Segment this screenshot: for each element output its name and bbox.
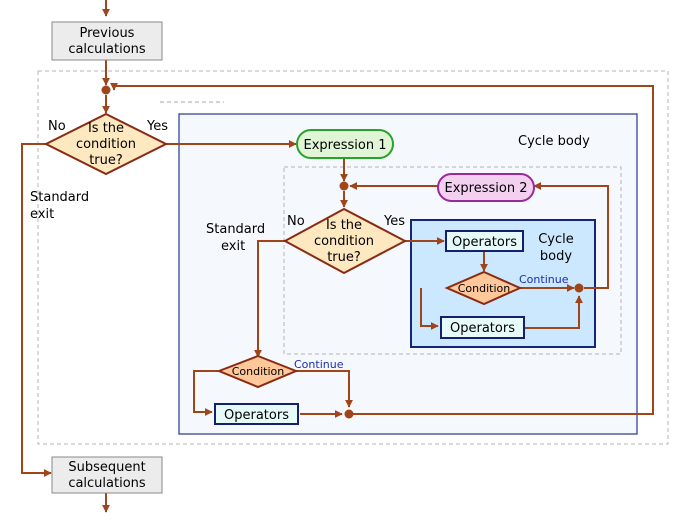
junction-outer-continue — [344, 409, 354, 419]
inner-operators-top-box: Operators — [445, 230, 524, 252]
inner-cycle-body-line-2: body — [540, 249, 572, 264]
line-outer-continue — [296, 370, 353, 408]
inner-cycle-body-line-1: Cycle — [538, 232, 574, 247]
outer-small-condition-label: Condition — [232, 365, 285, 378]
line-junction-to-expr2 — [533, 182, 609, 289]
previous-line-1: Previous — [80, 26, 135, 41]
subsequent-calculations-box: Subsequent calculations — [51, 456, 163, 494]
line-operators-to-junction — [524, 295, 583, 329]
line-inner-no-exit — [254, 240, 286, 358]
outer-condition-diamond: Is the condition true? — [43, 112, 169, 176]
junction-outer — [101, 85, 111, 95]
expression-1-box: Expression 1 — [296, 129, 394, 159]
inner-loop-region — [283, 166, 622, 355]
outer-small-condition-diamond: Condition — [216, 354, 299, 389]
inner-operators-top-label: Operators — [452, 235, 517, 250]
outer-yes-label: Yes — [146, 119, 168, 134]
expression-2-box: Expression 2 — [437, 173, 535, 202]
previous-calculations-box: Previous calculations — [51, 21, 163, 61]
inner-yes-label: Yes — [383, 214, 405, 229]
inner-condition-line-3: true? — [327, 250, 361, 265]
inner-small-condition-diamond: Condition — [444, 270, 523, 306]
inner-small-condition-label: Condition — [458, 282, 511, 295]
previous-line-2: calculations — [68, 42, 146, 57]
inner-operators-bottom-box: Operators — [440, 316, 525, 339]
inner-continue-label: Continue — [519, 273, 569, 286]
outer-condition-line-1: Is the — [88, 121, 124, 136]
inner-condition-diamond: Is the condition true? — [282, 207, 408, 275]
line-outer-no-exit — [21, 143, 52, 477]
subsequent-line-2: calculations — [68, 476, 146, 491]
inner-operators-bottom-label: Operators — [450, 321, 515, 336]
outer-cycle-body-label: Cycle body — [518, 134, 590, 149]
outer-operators-label: Operators — [224, 408, 289, 423]
outer-standard-exit-line-2: exit — [30, 207, 54, 222]
inner-condition-line-2: condition — [314, 234, 374, 249]
outer-condition-line-2: condition — [76, 137, 136, 152]
inner-condition-line-1: Is the — [326, 218, 362, 233]
inner-standard-exit-line-1: Standard — [206, 222, 265, 237]
junction-inner — [339, 181, 349, 191]
expression-2-label: Expression 2 — [445, 181, 528, 196]
inner-no-label: No — [287, 214, 305, 229]
outer-loop-region — [37, 70, 669, 445]
outer-condition-line-3: true? — [89, 153, 123, 168]
line-loop-back — [110, 82, 654, 415]
outer-operators-box: Operators — [214, 403, 299, 425]
expression-1-label: Expression 1 — [304, 138, 387, 153]
subsequent-line-1: Subsequent — [68, 460, 145, 475]
line-outer-no-small — [193, 370, 218, 416]
outer-no-label: No — [48, 119, 66, 134]
line-inner-no — [420, 288, 439, 330]
junction-inner-continue — [574, 283, 584, 293]
outer-continue-label: Continue — [294, 358, 344, 371]
inner-standard-exit-line-2: exit — [221, 239, 245, 254]
outer-standard-exit-line-1: Standard — [30, 190, 89, 205]
